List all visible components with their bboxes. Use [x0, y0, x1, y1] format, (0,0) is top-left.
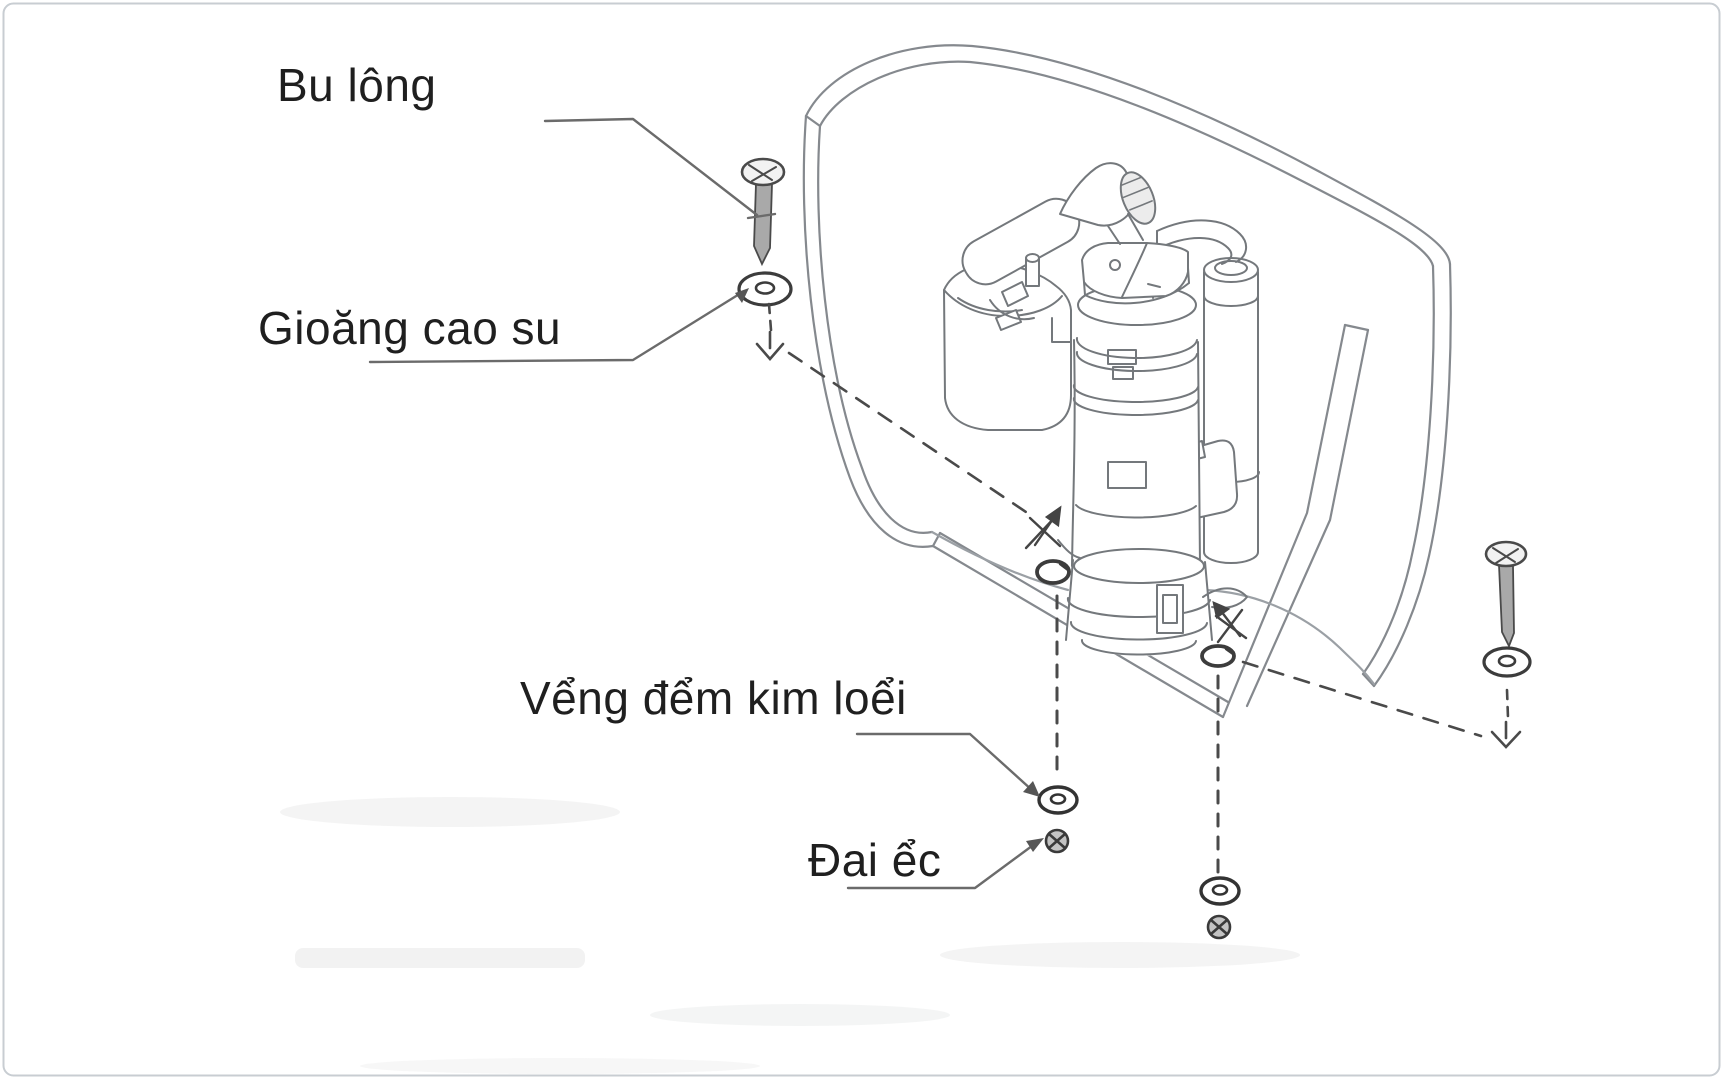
small-flush-button-icon: [1109, 259, 1121, 271]
leader-bolt: [543, 117, 777, 220]
label-nut: Đai ểc: [808, 834, 942, 886]
adjustment-knob-icon: [1119, 171, 1157, 225]
dashed-path-top-bolt: [767, 302, 773, 332]
insert-arrow-right-icon: [1490, 720, 1522, 749]
leader-nut: [846, 841, 1038, 890]
bolt-right-icon: [1484, 540, 1528, 649]
dashed-path-diagonal-right: [1241, 660, 1483, 738]
dashed-path-right-bolt: [1505, 688, 1510, 720]
metal-washer-right-icon: [1199, 876, 1241, 906]
position-marker-right-icon: [1212, 600, 1248, 644]
rubber-washer-right-icon: [1482, 646, 1532, 678]
nut-right-icon: [1206, 914, 1232, 940]
large-flush-button-icon: [1147, 283, 1161, 288]
leader-arrowhead-washer: [1023, 781, 1040, 797]
leader-metal-washer: [855, 732, 1035, 793]
flush-mechanism: [943, 162, 1260, 656]
tank-floor-hole-left: [1035, 559, 1071, 585]
fill-valve-arm: [961, 162, 1157, 331]
bolt-top-icon: [740, 157, 786, 267]
rubber-washer-top-icon: [737, 271, 793, 307]
metal-washer-left-icon: [1037, 785, 1079, 815]
label-rubber-gasket: Gioăng cao su: [258, 302, 562, 354]
cistern-tank: [802, 44, 1452, 719]
flush-valve: [1057, 242, 1248, 656]
tank-floor-hole-right: [1200, 644, 1236, 668]
label-bolt: Bu lông: [277, 59, 437, 111]
insert-arrow-top-icon: [755, 330, 785, 361]
dual-flush-button-cap: [1081, 242, 1190, 305]
position-marker-left-icon: [1024, 505, 1062, 550]
fill-valve-tube: [1202, 257, 1260, 564]
leader-rubber-gasket: [368, 291, 743, 364]
dashed-path-diagonal-left: [787, 351, 1028, 514]
label-metal-washer: Vểng đểm kim loểi: [520, 672, 907, 724]
leader-arrowhead-nut: [1026, 838, 1044, 852]
leader-arrowhead-gasket: [735, 288, 749, 303]
nut-left-icon: [1044, 828, 1070, 854]
ghost-smudges: [280, 797, 1300, 1074]
